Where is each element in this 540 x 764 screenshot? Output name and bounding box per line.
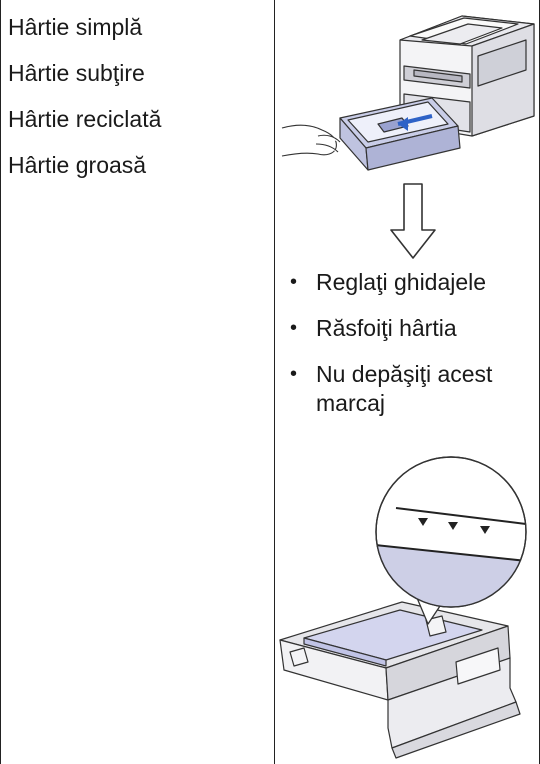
instruction-text: Răsfoiţi hârtia <box>316 315 457 341</box>
paper-tray-limit-illustration <box>279 456 527 759</box>
bullet: • <box>290 363 298 385</box>
printer-tray-illustration <box>281 15 535 171</box>
instruction-item: • Nu depăşiţi acest marcaj <box>286 360 534 418</box>
instruction-list: • Reglaţi ghidajele • Răsfoiţi hârtia • … <box>286 268 534 435</box>
bullet: • <box>290 271 298 293</box>
paper-type-item: Hârtie subţire <box>8 60 145 86</box>
paper-type-list: Hârtie simplă Hârtie subţire Hârtie reci… <box>8 4 161 188</box>
paper-type-item: Hârtie groasă <box>8 152 147 178</box>
instruction-text: Nu depăşiţi acest marcaj <box>316 361 493 416</box>
instruction-text: Reglaţi ghidajele <box>316 269 487 295</box>
arrow-down-icon <box>390 183 436 259</box>
paper-type-item: Hârtie simplă <box>8 14 143 40</box>
instruction-item: • Reglaţi ghidajele <box>286 268 534 297</box>
paper-type-item: Hârtie reciclată <box>8 106 162 132</box>
column-divider <box>274 0 275 764</box>
instruction-item: • Răsfoiţi hârtia <box>286 314 534 343</box>
bullet: • <box>290 317 298 339</box>
